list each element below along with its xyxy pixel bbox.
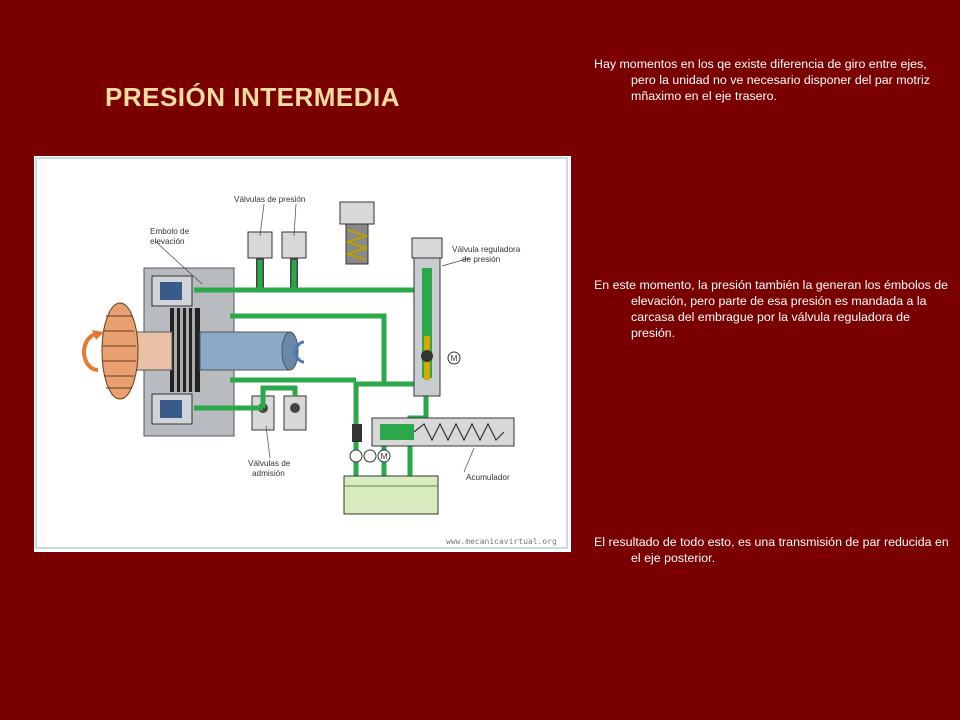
admission-valves [251,395,307,431]
diagram-svg: M M Válvulas de presión Em [35,157,568,549]
input-arrow-head [92,330,104,340]
output-shaft-end [281,331,299,371]
label-valvulas-presion: Válvulas de presión [234,195,306,204]
paragraph-2: En este momento, la presión también la g… [594,278,949,340]
watermark: www.mecanicavirtual.org [446,537,557,546]
pump-1 [349,449,363,463]
label-reguladora-1: Válvula reguladora [452,245,521,254]
motor-2 [377,449,391,463]
input-rotation-arrow [82,332,99,372]
label-admision-2: admisión [252,469,285,478]
accumulator [371,417,515,447]
paragraph-3: El resultado de todo esto, es una transm… [594,535,949,565]
paragraph-1: Hay momentos en los qe existe diferencia… [594,57,930,103]
lower-piston [160,400,182,418]
bevel-gear [101,302,139,400]
output-rotation-arrow [294,340,305,364]
output-shaft [199,331,291,371]
hydraulic-diagram: M M Válvulas de presión Em [34,156,571,552]
filter [352,424,362,442]
slide-title: PRESIÓN INTERMEDIA [105,82,401,112]
label-embolo-1: Embolo de [150,227,190,236]
diagram-frame [35,157,568,549]
pressure-valves [247,231,307,288]
leader-lines [155,203,475,473]
pressure-regulator-valve: M [411,237,461,397]
upper-piston [160,282,182,300]
relief-valve [339,201,375,265]
clutch-plates [170,308,200,392]
label-reguladora-2: de presión [462,255,501,264]
label-admision-1: Válvulas de [248,459,291,468]
oil-tank [343,475,439,515]
motor-symbol-2: M [381,452,388,461]
pump-2 [363,449,377,463]
motor-symbol-1: M [451,354,458,363]
label-acumulador: Acumulador [466,473,510,482]
label-embolo-2: elevación [150,237,185,246]
